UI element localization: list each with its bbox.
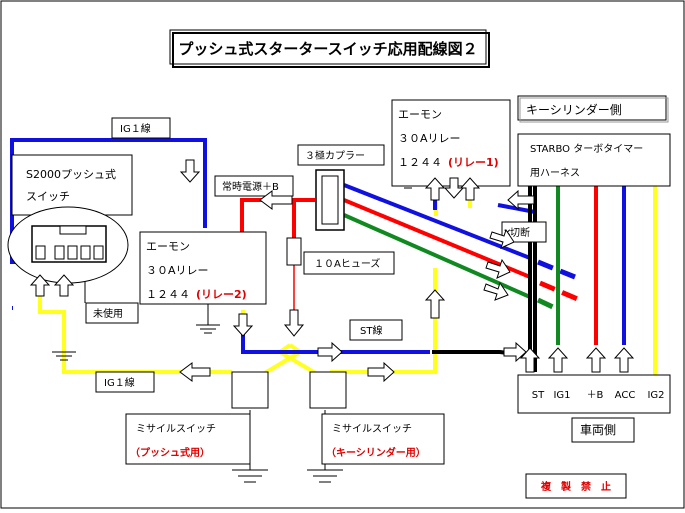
arrow-up-yellow (424, 289, 446, 319)
ig1-bottom-label: IG１線 (104, 376, 135, 389)
black-wires (432, 186, 537, 372)
terminal-b: ＋B (587, 390, 604, 401)
missile-right-label-box (321, 413, 445, 465)
title-frame (169, 29, 487, 65)
arrow-left-timer (507, 189, 535, 211)
green-wires (343, 186, 560, 345)
terminal-acc: ACC (615, 390, 636, 401)
blue-wire-cut (537, 259, 576, 280)
red-wire-cut (539, 280, 581, 303)
s2000-switch-label-box (11, 154, 133, 216)
arrow-down-ig1 (179, 159, 201, 183)
missile-switch-left-body (231, 371, 269, 409)
arrow-left-ig1 (179, 362, 211, 382)
s2000-switch-line2: スイッチ (26, 190, 70, 203)
missile-left-label-box (125, 413, 251, 465)
key-cylinder-side-shadow (519, 97, 669, 123)
missile-right-line1: ミサイルスイッチ (332, 423, 412, 435)
terminal-ig2: IG2 (647, 390, 664, 401)
arrow-right-black (503, 341, 527, 363)
coupler-label: ３極カプラー (305, 149, 365, 162)
ig1-top-label: IG１線 (120, 122, 151, 135)
key-cylinder-side-label: キーシリンダー側 (526, 102, 622, 117)
arrow-right-yellow (367, 361, 395, 383)
missile-left-line2: （プッシュ式用） (130, 446, 210, 459)
key-cylinder-side-box (517, 95, 667, 121)
relay1-box (391, 99, 511, 187)
missile-left-line1: ミサイルスイッチ (136, 423, 216, 435)
connector-key (59, 225, 87, 235)
st-wire-label: ST線 (360, 324, 382, 337)
terminal-st: ST (532, 390, 545, 401)
fuse-body (286, 237, 302, 266)
relay1-line1: エーモン (398, 108, 442, 121)
terminal-block (517, 374, 671, 414)
yellow-wires (38, 186, 657, 388)
arrow-right-st (317, 341, 343, 363)
turbo-timer-line2: 用ハーネス (530, 167, 580, 179)
coupler-label-box (297, 144, 385, 166)
vehicle-side-label: 車両側 (580, 423, 616, 437)
fuse-label: １０Aヒューズ (314, 257, 380, 270)
no-copy-box (525, 473, 627, 499)
cut-label: 切断 (510, 226, 530, 239)
arrow-up-relay1-a (424, 177, 446, 201)
relay2-tag: (リレー2) (196, 288, 247, 301)
arrow-down-relay2 (232, 313, 254, 337)
arrow-up-pin2 (53, 274, 75, 297)
title-shadow (172, 32, 490, 68)
vehicle-side-box (571, 417, 635, 443)
relay2-number: １２４４ (146, 288, 190, 301)
arrow-left-constant (259, 190, 293, 210)
arrow-diag-2 (483, 281, 509, 301)
green-wire-cut (536, 297, 557, 311)
constant-power-label-box (214, 175, 294, 197)
arrow-up-relay1-b (459, 177, 481, 201)
turbo-timer-box (517, 133, 671, 187)
arrow-down-fuse (283, 309, 305, 337)
turbo-timer-line1: STARBO ターボタイマー (530, 143, 643, 155)
flow-arrows (29, 159, 635, 383)
terminal-ig1: IG1 (553, 390, 570, 401)
coupler-inner (321, 175, 339, 225)
relay2-box (139, 231, 267, 305)
arrow-up-acc-terminal (613, 347, 635, 373)
relay1-tag: (リレー1) (448, 156, 499, 169)
constant-power-label: 常時電源＋B (222, 180, 279, 193)
arrow-up-b-terminal (585, 347, 607, 373)
ig1-bottom-label-box (95, 371, 155, 393)
diagram-title: プッシュ式スタータースイッチ応用配線図２ (178, 40, 477, 58)
missile-switch-right-body (309, 371, 347, 409)
unused-label-box (85, 302, 139, 324)
unused-label: 未使用 (93, 307, 123, 320)
relay1-number: １２４４ (398, 156, 442, 169)
relay1-line2: ３０Aリレー (398, 132, 461, 145)
arrow-down-relay1 (443, 177, 465, 199)
arrow-up-st-terminal (519, 347, 541, 373)
arrow-diag-1 (485, 258, 511, 279)
relay2-line2: ３０Aリレー (146, 264, 209, 277)
st-wire-label-box (349, 319, 403, 341)
no-copy-label: 複 製 禁 止 (540, 480, 611, 493)
s2000-switch-line1: S2000プッシュ式 (26, 168, 116, 181)
missile-right-line2: （キーシリンダー用） (326, 446, 426, 459)
arrow-up-ig1-terminal (547, 347, 569, 373)
cut-label-box (501, 221, 547, 243)
fuse-label-box (303, 251, 395, 275)
ig1-top-label-box (111, 117, 171, 139)
arrow-up-pin1 (29, 274, 51, 297)
relay2-line1: エーモン (146, 240, 190, 253)
connector-pins (35, 245, 104, 260)
arrow-diag-cut (489, 228, 515, 249)
